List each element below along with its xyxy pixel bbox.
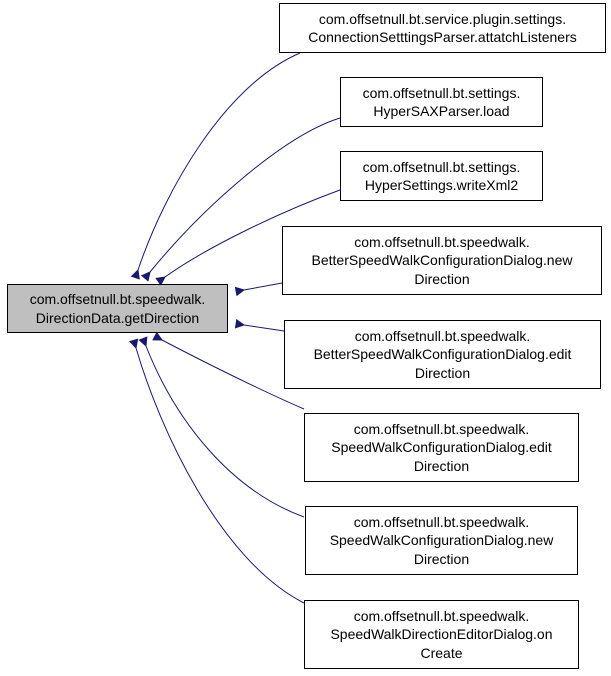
focus-node-line: DirectionData.getDirection xyxy=(35,309,200,326)
caller-node-line: ConnectionSetttingsParser.attatchListene… xyxy=(308,29,577,45)
caller-node-line: com.offsetnull.bt.speedwalk. xyxy=(353,420,530,437)
focus-node-line: com.offsetnull.bt.speedwalk. xyxy=(29,291,206,307)
caller-node-line: SpeedWalkDirectionEditorDialog.on xyxy=(330,626,553,643)
caller-node-hyper-sax-parser-load[interactable]: com.offsetnull.bt.settings. HyperSAXPars… xyxy=(340,77,543,127)
caller-node-line: com.offsetnull.bt.service.plugin.setting… xyxy=(318,10,567,27)
call-edge-0 xyxy=(138,52,301,270)
caller-node-line: HyperSAXParser.load xyxy=(373,103,510,119)
caller-node-line: Direction xyxy=(414,364,471,381)
caller-node-line: Direction xyxy=(413,457,470,474)
caller-node-direction-editor-on-create[interactable]: com.offsetnull.bt.speedwalk. SpeedWalkDi… xyxy=(304,600,579,669)
call-edge-1 xyxy=(150,117,341,272)
caller-node-line: Direction xyxy=(413,550,470,567)
caller-node-line: com.offsetnull.bt.settings. xyxy=(362,84,521,101)
caller-node-line: com.offsetnull.bt.speedwalk. xyxy=(354,233,530,250)
caller-node-better-dialog-edit-direction[interactable]: com.offsetnull.bt.speedwalk. BetterSpeed… xyxy=(284,320,601,389)
call-edge-6 xyxy=(146,346,305,518)
caller-node-line: HyperSettings.writeXml2 xyxy=(364,177,519,193)
caller-node-hyper-settings-write-xml2[interactable]: com.offsetnull.bt.settings. HyperSetting… xyxy=(340,151,543,201)
caller-node-speedwalk-dialog-edit-direction[interactable]: com.offsetnull.bt.speedwalk. SpeedWalkCo… xyxy=(304,413,579,482)
call-edge-3 xyxy=(244,282,283,290)
caller-node-line: com.offsetnull.bt.speedwalk. xyxy=(353,607,530,624)
focus-function-node: com.offsetnull.bt.speedwalk. DirectionDa… xyxy=(7,284,228,333)
caller-node-line: com.offsetnull.bt.speedwalk. xyxy=(353,513,530,530)
caller-node-line: BetterSpeedWalkConfigurationDialog.new xyxy=(311,252,573,269)
caller-node-better-dialog-new-direction[interactable]: com.offsetnull.bt.speedwalk. BetterSpeed… xyxy=(282,226,602,295)
caller-node-line: BetterSpeedWalkConfigurationDialog.edit xyxy=(313,346,572,363)
call-edge-5 xyxy=(162,340,305,410)
caller-node-line: Direction xyxy=(414,270,470,287)
caller-node-line: SpeedWalkConfigurationDialog.new xyxy=(329,532,554,549)
caller-node-line: com.offsetnull.bt.speedwalk. xyxy=(354,327,531,344)
call-edge-4 xyxy=(244,325,285,332)
caller-node-line: Create xyxy=(420,644,463,661)
caller-node-line: SpeedWalkConfigurationDialog.edit xyxy=(331,439,552,456)
caller-node-speedwalk-dialog-new-direction[interactable]: com.offsetnull.bt.speedwalk. SpeedWalkCo… xyxy=(305,506,578,575)
caller-node-connection-settings-parser[interactable]: com.offsetnull.bt.service.plugin.setting… xyxy=(279,3,606,53)
call-edge-7 xyxy=(136,348,305,604)
call-edge-2 xyxy=(165,189,341,277)
caller-node-line: com.offsetnull.bt.settings. xyxy=(362,158,521,175)
